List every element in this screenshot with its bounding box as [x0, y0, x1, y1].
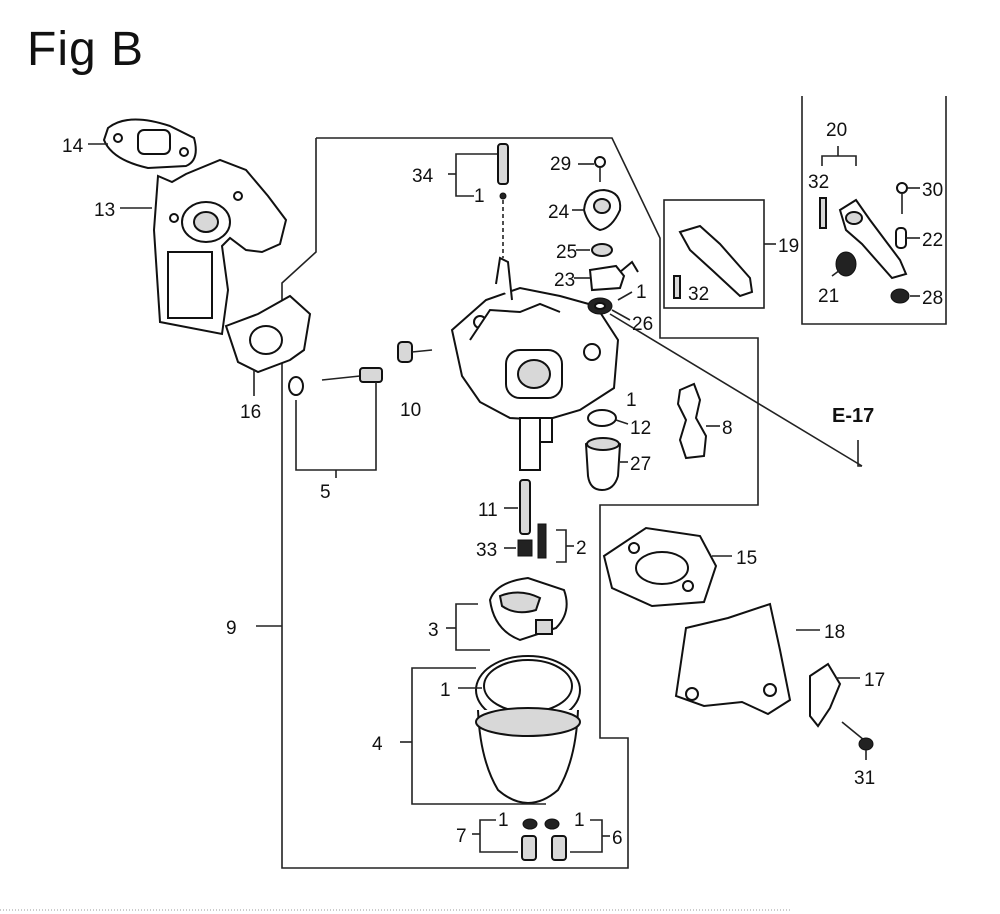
label-33: 33	[476, 540, 497, 561]
spring-part-2	[537, 523, 547, 559]
gasket-part-8	[676, 382, 708, 460]
float-part-3	[488, 576, 568, 642]
label-4: 4	[372, 734, 383, 755]
part-20-box	[801, 96, 947, 325]
label-7: 7	[456, 826, 467, 847]
label-2: 2	[576, 538, 587, 559]
screw-part-34	[497, 143, 509, 258]
label-19: 19	[778, 236, 799, 257]
cup-part-27	[584, 437, 622, 492]
carburetor-body	[450, 256, 620, 471]
label-24: 24	[548, 202, 570, 223]
label-1-top: 1	[474, 186, 485, 207]
label-12: 12	[630, 418, 651, 439]
label-8: 8	[722, 418, 733, 439]
label-31: 31	[854, 768, 875, 789]
screw-part-30	[896, 182, 908, 214]
assembly-boundary	[281, 137, 759, 869]
lever-part-20	[838, 198, 908, 280]
drain-screw-part-6	[544, 818, 567, 861]
label-1-left: 1	[498, 810, 509, 831]
label-5: 5	[320, 482, 331, 503]
washer-part-26	[587, 297, 613, 315]
o-ring-part-12	[587, 409, 617, 427]
spring-part-25	[591, 243, 613, 257]
label-14: 14	[62, 136, 84, 157]
label-23: 23	[554, 270, 575, 291]
drain-screw-part-7	[521, 818, 538, 861]
cover-part-24	[582, 188, 622, 232]
label-16: 16	[240, 402, 261, 423]
label-6: 6	[612, 828, 623, 849]
label-30: 30	[922, 180, 943, 201]
label-34: 34	[412, 166, 434, 187]
label-11: 11	[478, 500, 498, 521]
clip-part-17	[809, 662, 842, 728]
shield-part-18	[674, 602, 792, 716]
screw-part-29	[594, 156, 606, 182]
float-bowl-part-4	[475, 655, 581, 804]
figure-title: Fig B	[27, 23, 145, 76]
label-21: 21	[818, 286, 839, 307]
spring-part-32-right	[819, 197, 827, 229]
reference-e17: E-17	[832, 405, 874, 427]
part-19-box	[663, 199, 765, 309]
bracket-part-13	[152, 158, 288, 336]
label-3: 3	[428, 620, 439, 641]
label-9: 9	[226, 618, 237, 639]
label-10: 10	[400, 400, 421, 421]
gasket-part-15	[602, 526, 718, 608]
label-20: 20	[826, 120, 847, 141]
collar-part-22	[895, 227, 907, 249]
label-1-mid: 1	[626, 390, 637, 411]
label-22: 22	[922, 230, 943, 251]
nut-part-28	[890, 288, 910, 304]
label-29: 29	[550, 154, 571, 175]
needle-part-11	[519, 479, 531, 535]
label-1-upper: 1	[636, 282, 647, 303]
label-32-left: 32	[688, 284, 709, 305]
label-18: 18	[824, 622, 845, 643]
label-13: 13	[94, 200, 115, 221]
label-17: 17	[864, 670, 885, 691]
diaphragm-part-23	[588, 260, 639, 292]
label-15: 15	[736, 548, 757, 569]
lever-part-19	[673, 224, 754, 299]
label-27: 27	[630, 454, 651, 475]
label-32-right: 32	[808, 172, 829, 193]
screw-part-10	[397, 341, 433, 363]
label-26: 26	[632, 314, 653, 335]
label-25: 25	[556, 242, 577, 263]
label-1-right: 1	[574, 810, 585, 831]
spring-part-21	[835, 251, 857, 277]
label-28: 28	[922, 288, 943, 309]
screw-part-5	[288, 367, 383, 396]
gasket-part-16	[224, 294, 312, 374]
gasket-part-14	[102, 118, 197, 170]
bolt-part-31	[841, 721, 874, 751]
label-1-bowl: 1	[440, 680, 451, 701]
jet-part-33	[517, 539, 533, 557]
